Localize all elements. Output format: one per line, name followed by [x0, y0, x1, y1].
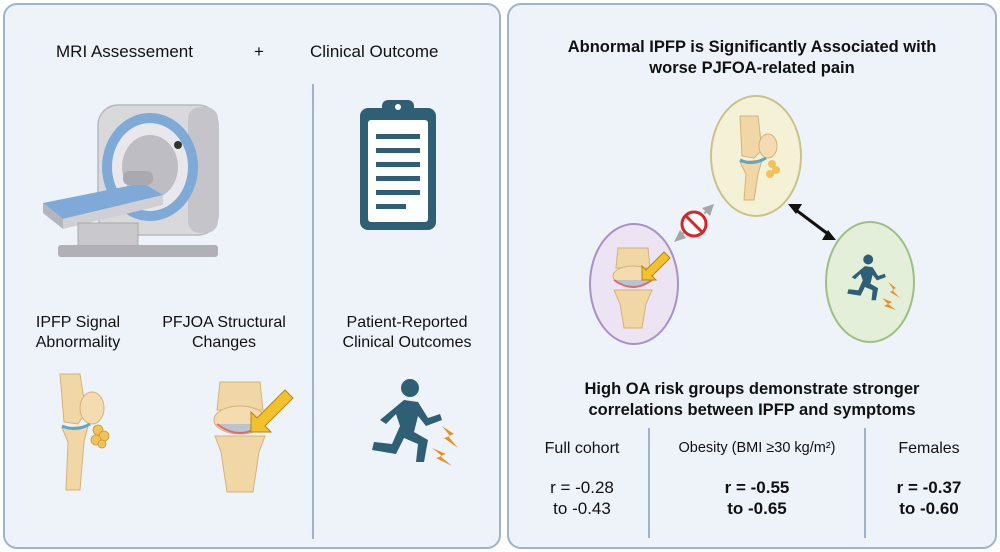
pro-label-line2: Clinical Outcomes: [342, 334, 472, 351]
association-diagram: [589, 95, 915, 345]
mri-assessment-heading: MRI Assessement: [56, 42, 193, 61]
knee-icon: [59, 373, 110, 491]
right-title-line1: Abnormal IPFP is Significantly Associate…: [567, 38, 937, 56]
clipboard-icon: [360, 100, 436, 230]
no-association-arrow: [674, 204, 714, 242]
group-full-cohort-r1: r = -0.28: [550, 478, 614, 497]
left-divider: [312, 84, 314, 539]
pfjoa-label-line2: Changes: [191, 334, 257, 351]
runner-icon: [372, 379, 458, 466]
double-arrow-icon: [788, 204, 836, 240]
group-full-cohort-r2: to -0.43: [553, 499, 611, 518]
clinical-outcome-heading: Clinical Outcome: [310, 42, 439, 61]
mri-scanner-icon: [43, 104, 219, 257]
plus-sign: +: [254, 42, 264, 61]
group-females-name: Females: [898, 440, 960, 457]
group-obesity-r1: r = -0.55: [724, 478, 790, 497]
ipfp-label-line2: Abnormality: [35, 334, 121, 351]
group-females-r2: to -0.60: [899, 499, 959, 518]
association-panel: [507, 3, 997, 549]
group-divider-2: [864, 428, 866, 538]
group-obesity-r2: to -0.65: [727, 499, 787, 518]
right-subtitle-line2: correlations between IPFP and symptoms: [588, 401, 916, 419]
group-divider-1: [648, 428, 650, 538]
pro-label-line1: Patient-Reported: [346, 314, 468, 331]
group-full-cohort-name: Full cohort: [544, 440, 620, 457]
right-title-line2: worse PJFOA-related pain: [649, 59, 855, 77]
ipfp-label-line1: IPFP Signal: [35, 314, 121, 331]
group-obesity-name: Obesity (BMI ≥30 kg/m²): [678, 440, 836, 456]
right-subtitle-line1: High OA risk groups demonstrate stronger: [584, 380, 920, 398]
pfjoa-label-line1: PFJOA Structural: [162, 314, 286, 331]
group-females-r1: r = -0.37: [896, 478, 962, 497]
pfj-knee-icon: [213, 381, 294, 493]
